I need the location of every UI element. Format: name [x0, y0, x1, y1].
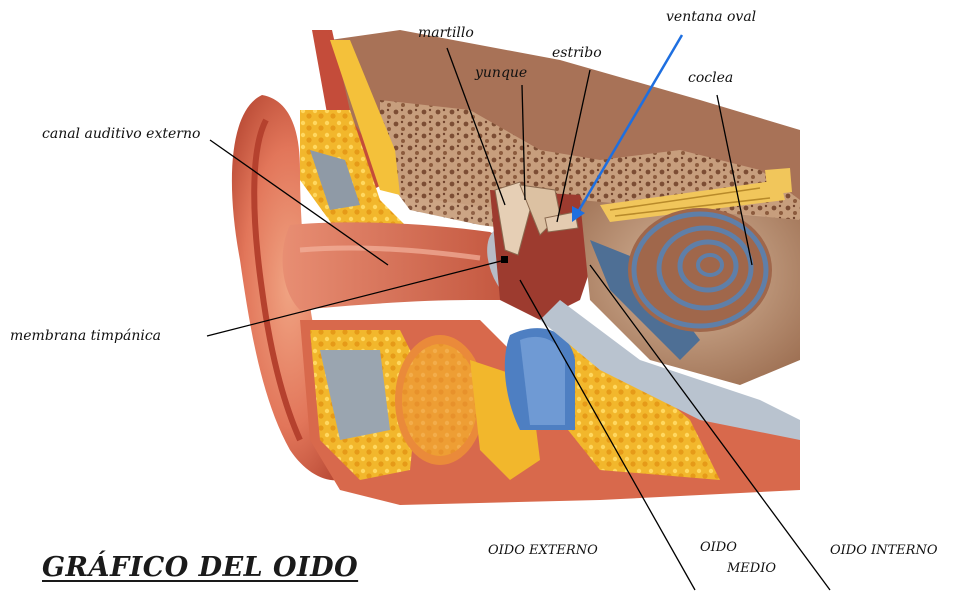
region-oido-medio-line1: OIDO	[700, 540, 737, 555]
label-ventana-oval: ventana oval	[666, 9, 756, 25]
label-estribo: estribo	[552, 45, 602, 61]
label-coclea: coclea	[688, 70, 733, 86]
region-oido-medio-line2: MEDIO	[727, 561, 776, 576]
external-auditory-canal	[283, 222, 505, 310]
label-yunque: yunque	[475, 65, 527, 81]
page-title: GRÁFICO DEL OIDO	[42, 552, 358, 583]
membrane-marker	[501, 256, 508, 263]
label-martillo: martillo	[418, 25, 474, 41]
region-oido-externo: OIDO EXTERNO	[488, 543, 598, 558]
label-membrana-timpanica: membrana timpánica	[10, 328, 161, 344]
label-canal-auditivo-externo: canal auditivo externo	[42, 126, 200, 142]
region-oido-interno: OIDO INTERNO	[830, 543, 938, 558]
cochlea-shape	[628, 208, 772, 332]
